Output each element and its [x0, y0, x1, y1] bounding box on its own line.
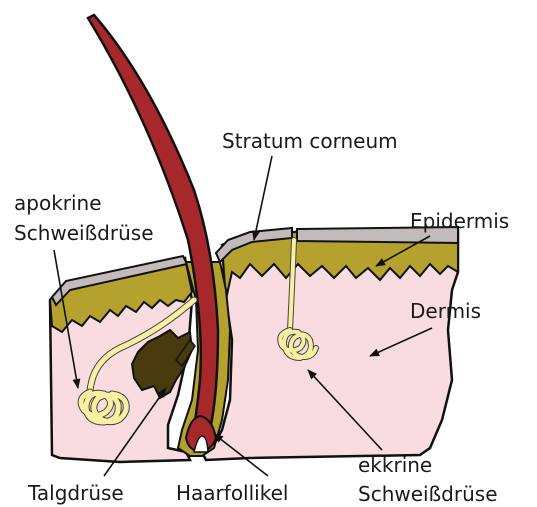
- label-stratum-corneum: Stratum corneum: [222, 129, 398, 153]
- label-apokrine-line1: apokrine: [14, 191, 102, 215]
- label-apokrine-line2: Schweißdrüse: [14, 221, 154, 245]
- label-haarfollikel: Haarfollikel: [176, 481, 288, 505]
- label-epidermis: Epidermis: [410, 209, 509, 233]
- right-skin-block: [202, 227, 458, 460]
- label-ekkrine-line1: ekkrine: [358, 453, 432, 477]
- label-talgdruese: Talgdrüse: [27, 481, 124, 505]
- label-dermis: Dermis: [410, 299, 481, 323]
- label-ekkrine-line2: Schweißdrüse: [358, 482, 498, 506]
- arrow-stratum-corneum: [254, 156, 272, 240]
